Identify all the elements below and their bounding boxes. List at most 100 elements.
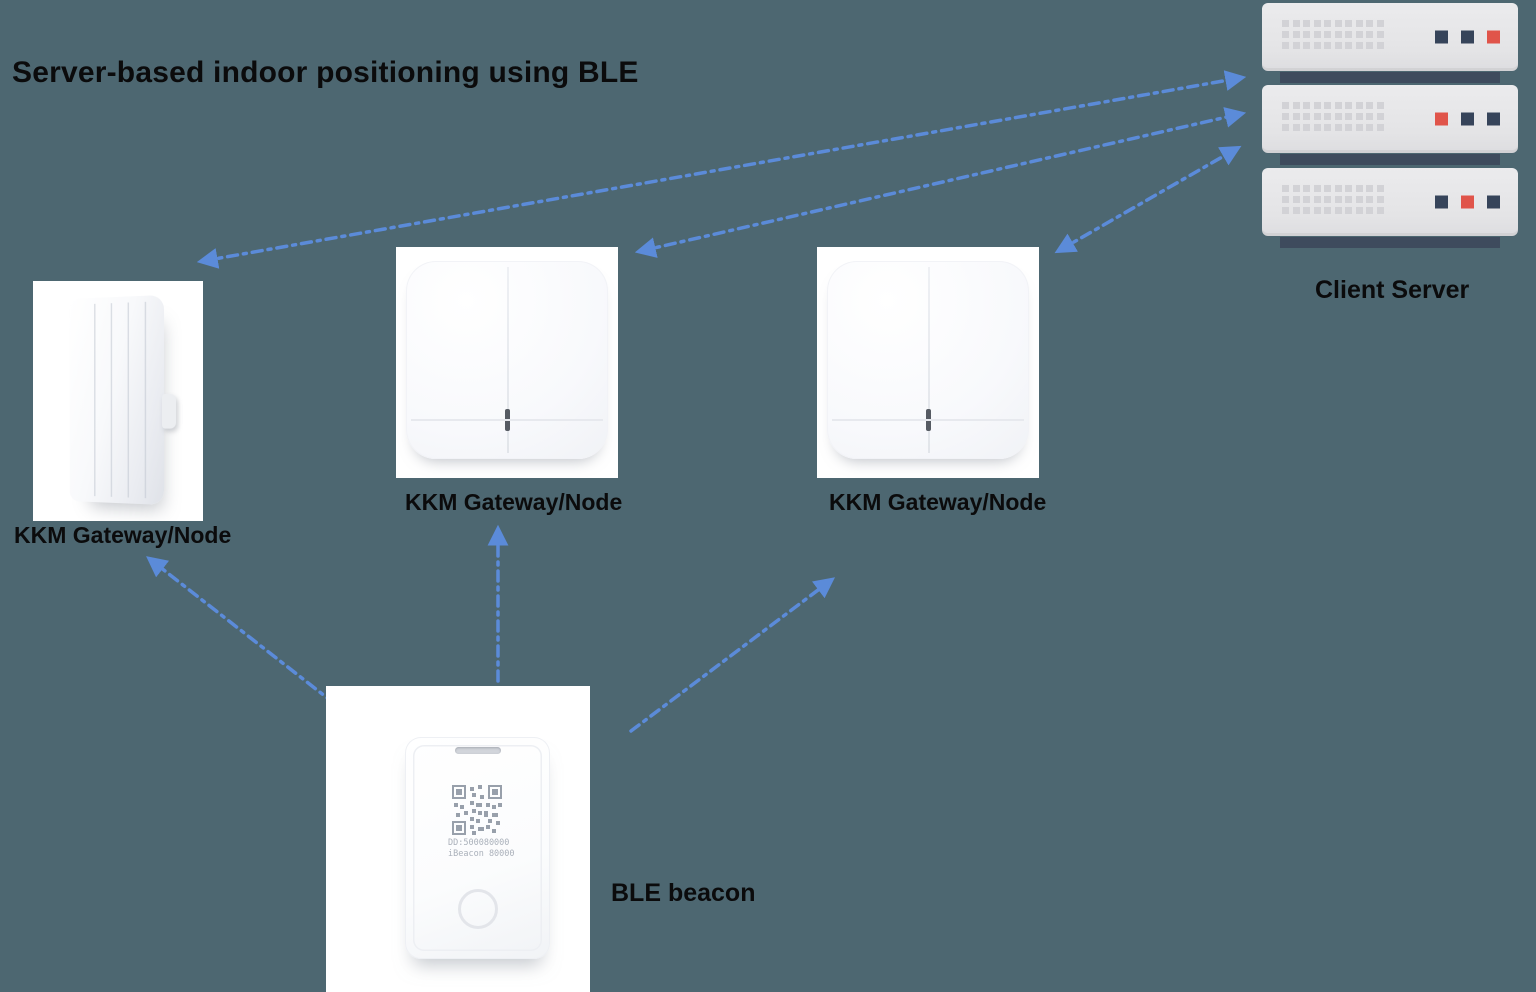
led-red — [1435, 112, 1448, 126]
vent-dot — [1303, 20, 1310, 27]
vent-dot — [1334, 185, 1342, 192]
vent-dot — [1303, 102, 1310, 109]
rack-spacer — [1280, 237, 1500, 248]
led-navy — [1461, 112, 1474, 126]
vent-dot — [1282, 42, 1289, 49]
beacon-label: BLE beacon — [611, 879, 756, 907]
vent-dot — [1313, 20, 1321, 27]
vent-dot — [1303, 124, 1310, 131]
vent-dot — [1313, 207, 1321, 214]
vent-dot — [1292, 207, 1300, 214]
arrow-beacon-gateway-right — [629, 577, 836, 733]
vent-dot — [1366, 42, 1373, 49]
led-red — [1487, 30, 1500, 44]
vent-dot — [1376, 102, 1384, 109]
vent-dot — [1303, 196, 1310, 203]
server-vent-grid — [1282, 185, 1384, 214]
vent-dot — [1334, 102, 1342, 109]
beacon-id-line1: DD:500080000 — [448, 838, 510, 848]
server-led-strip — [1435, 195, 1500, 209]
led-navy — [1461, 30, 1474, 44]
vent-dot — [1334, 124, 1342, 131]
vent-dot — [1345, 20, 1352, 27]
vent-dot — [1324, 102, 1331, 109]
arrow-beacon-gateway-left — [146, 556, 337, 706]
vent-dot — [1303, 42, 1310, 49]
vent-dot — [1303, 113, 1310, 120]
vent-dot — [1292, 113, 1300, 120]
wall-gateway-device — [406, 261, 608, 459]
qr-code-icon — [452, 785, 502, 835]
vent-dot — [1324, 196, 1331, 203]
vent-dot — [1282, 31, 1289, 38]
led-navy — [1487, 112, 1500, 126]
beacon-lanyard-slot — [454, 747, 501, 754]
vent-dot — [1324, 113, 1331, 120]
vent-dot — [1366, 196, 1373, 203]
rack-spacer — [1280, 72, 1500, 83]
vent-dot — [1324, 20, 1331, 27]
vent-dot — [1345, 207, 1352, 214]
vent-dot — [1376, 42, 1384, 49]
vent-dot — [1355, 207, 1363, 214]
client-server-label: Client Server — [1315, 276, 1470, 304]
vent-dot — [1313, 113, 1321, 120]
beacon-button-circle — [457, 889, 498, 929]
vent-dot — [1345, 42, 1352, 49]
server-unit — [1262, 85, 1518, 153]
vent-dot — [1282, 20, 1289, 27]
vent-dot — [1366, 113, 1373, 120]
beacon-id-text: DD:500080000 iBeacon 80000 — [448, 838, 515, 860]
vent-dot — [1376, 207, 1384, 214]
vent-dot — [1355, 185, 1363, 192]
vent-dot — [1334, 31, 1342, 38]
gateway-photo-middle — [396, 247, 618, 478]
vent-dot — [1313, 42, 1321, 49]
gateway-led-slot — [925, 409, 931, 431]
vent-dot — [1366, 31, 1373, 38]
vent-dot — [1313, 185, 1321, 192]
vent-dot — [1345, 185, 1352, 192]
vent-dot — [1313, 102, 1321, 109]
vent-dot — [1366, 124, 1373, 131]
vent-dot — [1355, 113, 1363, 120]
vent-dot — [1313, 196, 1321, 203]
rack-spacer — [1280, 154, 1500, 165]
vent-dot — [1292, 31, 1300, 38]
server-led-strip — [1435, 30, 1500, 44]
wall-gateway-device — [827, 261, 1029, 459]
server-vent-grid — [1282, 102, 1384, 131]
vent-dot — [1282, 102, 1289, 109]
vent-dot — [1292, 20, 1300, 27]
server-unit — [1262, 168, 1518, 236]
vent-dot — [1324, 31, 1331, 38]
vent-dot — [1355, 102, 1363, 109]
vent-dot — [1366, 207, 1373, 214]
vent-dot — [1366, 102, 1373, 109]
outdoor-ap-device — [69, 294, 165, 506]
vent-dot — [1334, 196, 1342, 203]
beacon-id-line2: iBeacon 80000 — [448, 849, 515, 859]
vent-dot — [1303, 207, 1310, 214]
led-navy — [1435, 30, 1448, 44]
vent-dot — [1355, 31, 1363, 38]
gateway-label-left: KKM Gateway/Node — [14, 522, 232, 548]
vent-dot — [1303, 31, 1310, 38]
vent-dot — [1334, 20, 1342, 27]
vent-dot — [1366, 20, 1373, 27]
vent-dot — [1355, 42, 1363, 49]
vent-dot — [1303, 185, 1310, 192]
client-server-rack — [1262, 3, 1518, 249]
vent-dot — [1292, 185, 1300, 192]
vent-dot — [1355, 20, 1363, 27]
vent-dot — [1292, 196, 1300, 203]
vent-dot — [1355, 196, 1363, 203]
ble-beacon-device: DD:500080000 iBeacon 80000 — [405, 737, 550, 959]
gateway-photo-left — [33, 281, 203, 521]
vent-dot — [1345, 124, 1352, 131]
vent-dot — [1334, 42, 1342, 49]
vent-dot — [1345, 102, 1352, 109]
vent-dot — [1345, 113, 1352, 120]
